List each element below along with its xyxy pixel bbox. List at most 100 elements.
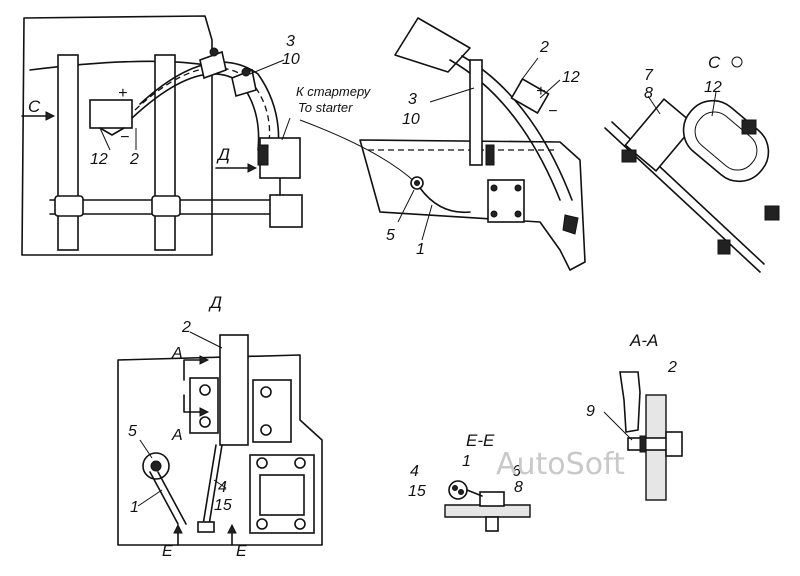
view-d: Д 2 А А 5 1 4 15 Е Е [117, 293, 323, 560]
mount-bolt-4 [514, 210, 522, 218]
section-a-upper: А [171, 345, 183, 362]
d-lb-bolt-2 [294, 457, 306, 469]
leader-to-starter-wire [299, 119, 416, 183]
aa-nut [665, 431, 683, 457]
grommet-hole [414, 180, 420, 186]
terminal-block-lower [269, 194, 303, 228]
tr-plus: + [536, 83, 545, 100]
callout-ee-8: 8 [514, 479, 523, 496]
relay-unit [510, 77, 550, 115]
a-mark-upper-arrow [199, 355, 210, 365]
callout-12: 12 [90, 151, 108, 168]
detail-bracket [624, 98, 696, 172]
d-wire-lug [197, 521, 215, 533]
harness-curve-a [449, 59, 561, 201]
d-clip-bolt-1 [199, 384, 211, 396]
leader-d-2 [189, 331, 223, 349]
callout-ee-15: 15 [408, 483, 426, 500]
e-mark-arrow-2 [227, 523, 237, 534]
minus-sign: − [120, 129, 129, 146]
note-starter-en: To starter [298, 100, 353, 115]
section-e-left: Е [162, 543, 173, 560]
callout-tr-10: 10 [402, 111, 420, 128]
section-a-a: А-А 2 9 [586, 331, 683, 501]
leader-c-12 [711, 91, 717, 117]
callout-tr-5: 5 [386, 227, 395, 244]
d-lower-inner [259, 474, 305, 516]
d-wire-1 [149, 471, 179, 525]
e-mark-arrow-1 [173, 523, 183, 534]
cabin-panel-outline [21, 15, 213, 256]
d-bolt-1 [260, 386, 272, 398]
leader-tr-3-10 [429, 87, 475, 103]
d-clip-bolt-2 [199, 416, 211, 428]
callout-aa-2: 2 [667, 359, 677, 376]
d-wire-1b [157, 471, 187, 525]
mount-bolt-3 [490, 210, 498, 218]
leader-12 [99, 127, 111, 151]
frame-member [359, 139, 586, 271]
leader-c-7-8 [647, 95, 661, 115]
vertical-tube [469, 59, 483, 166]
callout-c-8: 8 [644, 85, 653, 102]
callout-2: 2 [129, 151, 139, 168]
section-ee-title: Е-Е [466, 431, 495, 450]
callout-10: 10 [282, 51, 300, 68]
ee-nut [479, 491, 505, 507]
ee-strap [466, 489, 483, 497]
aa-washer [639, 435, 647, 453]
callout-tr-12: 12 [562, 69, 580, 86]
leader-d-5 [139, 439, 153, 459]
ee-wire-bundle [448, 480, 468, 500]
leader-3-10 [249, 59, 285, 75]
a-mark-lower-arrow [199, 407, 210, 417]
d-bolt-2 [260, 424, 272, 436]
d-grommet-hole [150, 460, 162, 472]
d-panel-outline [117, 354, 323, 546]
clip-bolt-upper [209, 47, 219, 57]
callout-d-1: 1 [130, 499, 139, 516]
leader-d-1 [137, 489, 163, 507]
watermark: AutoSoft [496, 447, 625, 482]
clamp-right [151, 195, 181, 217]
plus-sign: + [118, 85, 127, 102]
harness-outer-b [139, 61, 280, 151]
leader-d-4-15 [213, 479, 227, 489]
leader-tr-1 [421, 204, 433, 241]
leader-tr-12 [539, 79, 561, 99]
detail-nut-3 [741, 119, 757, 135]
d-wire-4 [202, 444, 217, 526]
view-d-title: Д [208, 293, 222, 312]
callout-c-12: 12 [704, 79, 722, 96]
callout-ee-6: 6 [512, 463, 521, 480]
callout-c-7: 7 [644, 67, 654, 84]
detail-nut-2 [764, 205, 780, 221]
leader-aa-9 [603, 411, 633, 441]
callout-ee-1: 1 [462, 453, 471, 470]
section-e-e: Е-Е 1 4 15 6 8 [408, 431, 531, 532]
view-c-detail-title: С [708, 53, 721, 72]
callout-d-4: 4 [218, 479, 227, 496]
tube-clip [485, 144, 495, 166]
ee-wire-a [452, 485, 458, 491]
callout-tr-2: 2 [539, 39, 549, 56]
leader-starter [281, 117, 291, 141]
arrow-c-head [45, 111, 56, 121]
d-lb-bolt-4 [294, 518, 306, 530]
leader-tr-5 [397, 189, 415, 223]
mount-bolt-1 [490, 184, 498, 192]
callout-d-2: 2 [181, 319, 191, 336]
d-lb-bolt-1 [256, 457, 268, 469]
bracket-upper [394, 17, 471, 73]
leader-tr-2 [519, 57, 539, 83]
note-starter-ru: К стартеру [296, 84, 372, 99]
callout-tr-1: 1 [416, 241, 425, 258]
wire-1 [419, 187, 471, 214]
aa-bracket [619, 371, 641, 433]
relay-box [89, 99, 133, 129]
view-battery-box: С Д + − 12 2 3 10 К стартеру To starter [21, 15, 416, 256]
d-wire-4b [208, 444, 223, 526]
view-d-label: Д [216, 145, 230, 164]
ee-bolt [485, 516, 499, 532]
